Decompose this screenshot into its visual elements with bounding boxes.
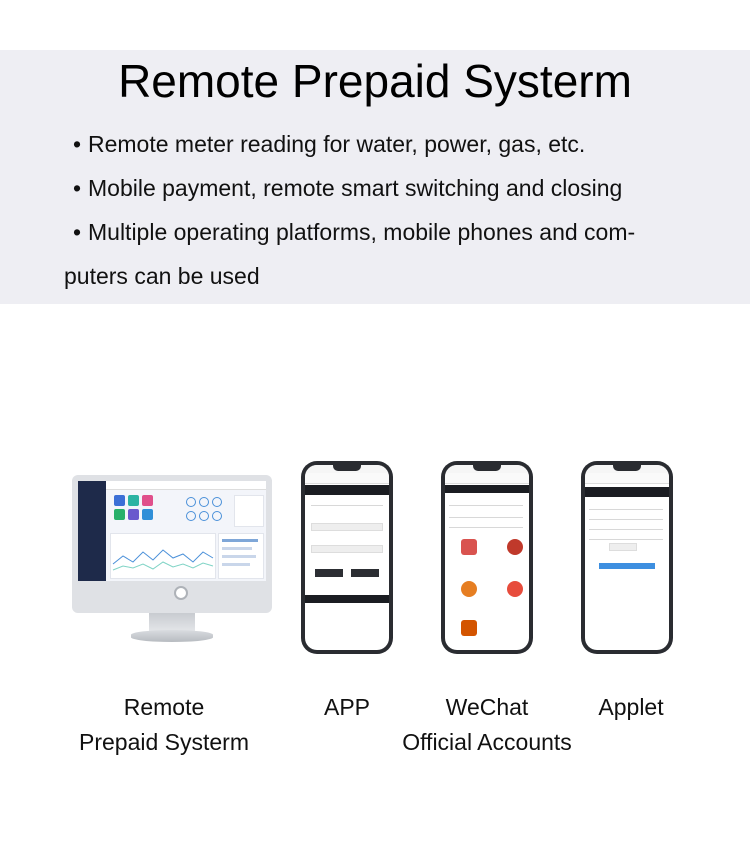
app-platform-label: APP: [323, 694, 371, 720]
divider: [449, 527, 523, 528]
message-icon: [461, 620, 477, 636]
record-icon: [507, 581, 523, 597]
header-bar: [585, 487, 669, 497]
divider: [449, 505, 523, 506]
dashboard-sidebar: [78, 481, 106, 581]
phone-screen: [585, 465, 669, 650]
feature-text: Multiple operating platforms, mobile pho…: [88, 219, 636, 245]
phone-notch: [333, 465, 361, 471]
phone-screen: [445, 465, 529, 650]
gauge-icon: [199, 497, 209, 507]
header-bar: [445, 485, 529, 493]
dashboard-tile: [114, 495, 125, 506]
divider: [589, 519, 663, 520]
nav-bar: [445, 473, 529, 484]
monitor-illustration: [72, 475, 272, 613]
bullet-dot: •: [72, 219, 82, 245]
dashboard-topbar: [106, 481, 266, 490]
login-button: [315, 569, 343, 577]
phone-notch: [473, 465, 501, 471]
gauge-icon: [199, 511, 209, 521]
divider: [589, 529, 663, 530]
gauge-icon: [186, 511, 196, 521]
applet-phone-illustration: [581, 461, 673, 654]
dashboard-screen: [78, 481, 266, 581]
user-icon: [507, 539, 523, 555]
hero-banner: [0, 50, 750, 304]
label-line: Prepaid Systerm: [78, 729, 249, 755]
feature-item: •Remote meter reading for water, power, …: [66, 122, 706, 166]
divider: [311, 505, 383, 506]
select-field: [609, 543, 637, 551]
applet-platform-label: Applet: [598, 694, 664, 720]
nav-bar: [305, 473, 389, 484]
feature-list: •Remote meter reading for water, power, …: [64, 122, 706, 298]
phone-notch: [613, 465, 641, 471]
wechat-phone-illustration: [441, 461, 533, 654]
footer-bar: [305, 595, 389, 603]
home-icon: [461, 539, 477, 555]
monitor-stand: [149, 613, 195, 633]
phone-screen: [305, 465, 389, 650]
gauge-icon: [186, 497, 196, 507]
label-line: Official Accounts: [402, 729, 572, 755]
dashboard-tile: [128, 495, 139, 506]
feature-item: •Multiple operating platforms, mobile ph…: [66, 210, 706, 254]
apple-logo-icon: [174, 586, 188, 600]
chart-panel: [110, 533, 216, 579]
input-field: [311, 545, 383, 553]
nav-bar: [585, 473, 669, 484]
dashboard-tile: [142, 495, 153, 506]
dashboard-panel: [234, 495, 264, 527]
feature-item: •Mobile payment, remote smart switching …: [66, 166, 706, 210]
divider: [449, 517, 523, 518]
gauge-icon: [212, 511, 222, 521]
label-line: Remote: [123, 694, 205, 720]
divider: [589, 539, 663, 540]
dashboard-tile: [114, 509, 125, 520]
app-phone-illustration: [301, 461, 393, 654]
dashboard-tile: [128, 509, 139, 520]
monitor-base: [131, 630, 213, 642]
bullet-dot: •: [72, 131, 82, 157]
divider: [589, 509, 663, 510]
header-bar: [305, 485, 389, 495]
clear-button: [351, 569, 379, 577]
table-row: [222, 563, 250, 566]
page-title: Remote Prepaid Systerm: [118, 55, 632, 107]
input-field: [311, 523, 383, 531]
pay-button: [599, 563, 655, 569]
bullet-dot: •: [72, 175, 82, 201]
feature-continuation: puters can be used: [64, 263, 260, 289]
table-row: [222, 539, 258, 542]
wechat-platform-label: WeChat Official Accounts: [387, 690, 587, 760]
table-row: [222, 547, 252, 550]
dashboard-tile: [142, 509, 153, 520]
table-row: [222, 555, 256, 558]
computer-platform-label: Remote Prepaid Systerm: [64, 690, 264, 760]
feature-text: Mobile payment, remote smart switching a…: [88, 175, 623, 201]
feature-text: Remote meter reading for water, power, g…: [88, 131, 586, 157]
gauge-icon: [212, 497, 222, 507]
label-line: WeChat: [445, 694, 529, 720]
line-chart-icon: [112, 549, 214, 571]
search-icon: [461, 581, 477, 597]
